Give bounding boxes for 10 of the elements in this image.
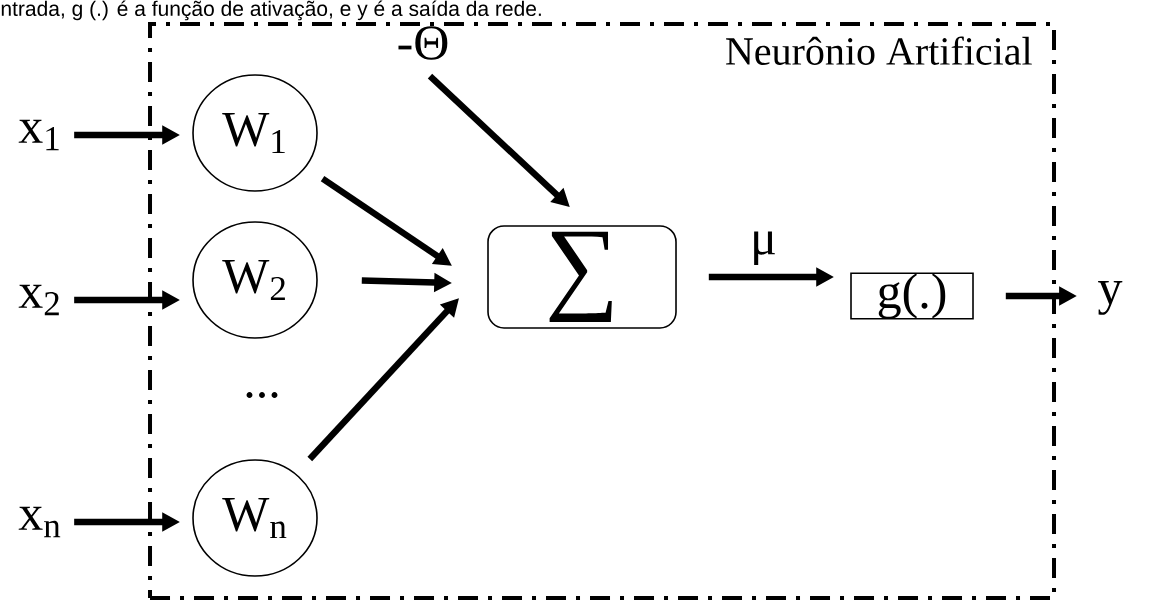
edge-label: μ [754, 231, 775, 266]
input-label: -Θ [398, 26, 448, 60]
input-label: x$_{1}$ [18, 119, 59, 151]
ellipsis: ... [246, 392, 278, 398]
caption-text: ntrada, g (.) é a função de ativação, e y é a saída da rede. [1, 0, 541, 21]
input-label: x$_{n}$ [18, 506, 61, 538]
summation-box: ∑ [487, 225, 677, 329]
input-label: x$_{2}$ [18, 284, 59, 316]
input-label: y [1098, 281, 1123, 315]
activation-box: g(.) [850, 272, 974, 320]
